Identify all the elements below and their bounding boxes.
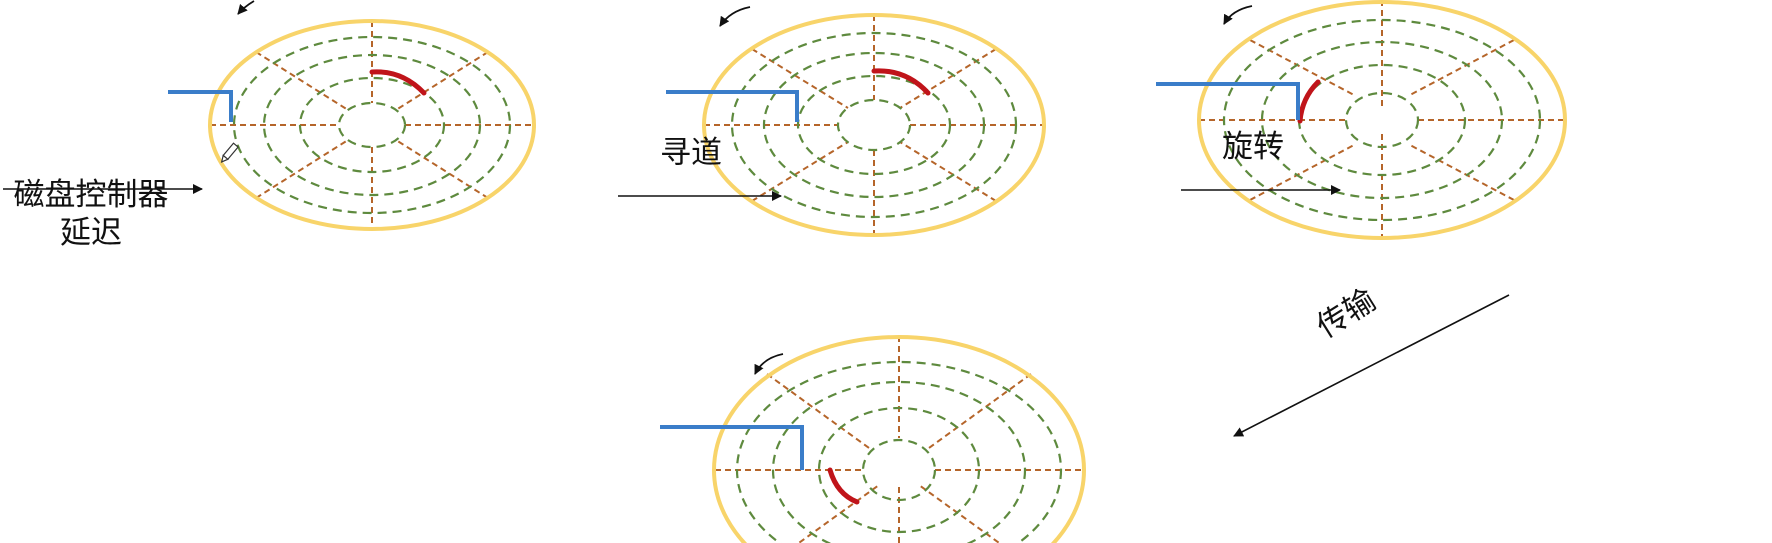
rotation-arrow-icon (754, 353, 784, 375)
head-arm-2 (666, 90, 799, 122)
disk-2 (702, 6, 1046, 237)
disk-1 (208, 0, 536, 231)
tracks (232, 35, 512, 215)
rotation-arrow-icon (1223, 5, 1253, 25)
head-arm-3 (1156, 82, 1300, 120)
rotation-arrow-icon (237, 0, 255, 15)
pencil-icon (220, 142, 239, 163)
label-rotate: 旋转 (1222, 129, 1284, 165)
sector-lines (210, 21, 534, 229)
rotation-arrow-icon (719, 6, 751, 27)
head-arm-1 (168, 90, 233, 122)
arrow-transfer (1233, 294, 1510, 437)
label-line-1: 磁盘控制器 (13, 177, 169, 213)
label-controller-latency: 磁盘控制器 延迟 (10, 176, 172, 252)
label-seek: 寻道 (660, 135, 722, 171)
label-line-2: 延迟 (60, 215, 122, 251)
target-sector (369, 69, 427, 96)
head-arm-4 (660, 425, 804, 470)
platter-edge (208, 19, 536, 231)
disk-3 (1197, 0, 1567, 240)
disk-4 (712, 335, 1086, 543)
